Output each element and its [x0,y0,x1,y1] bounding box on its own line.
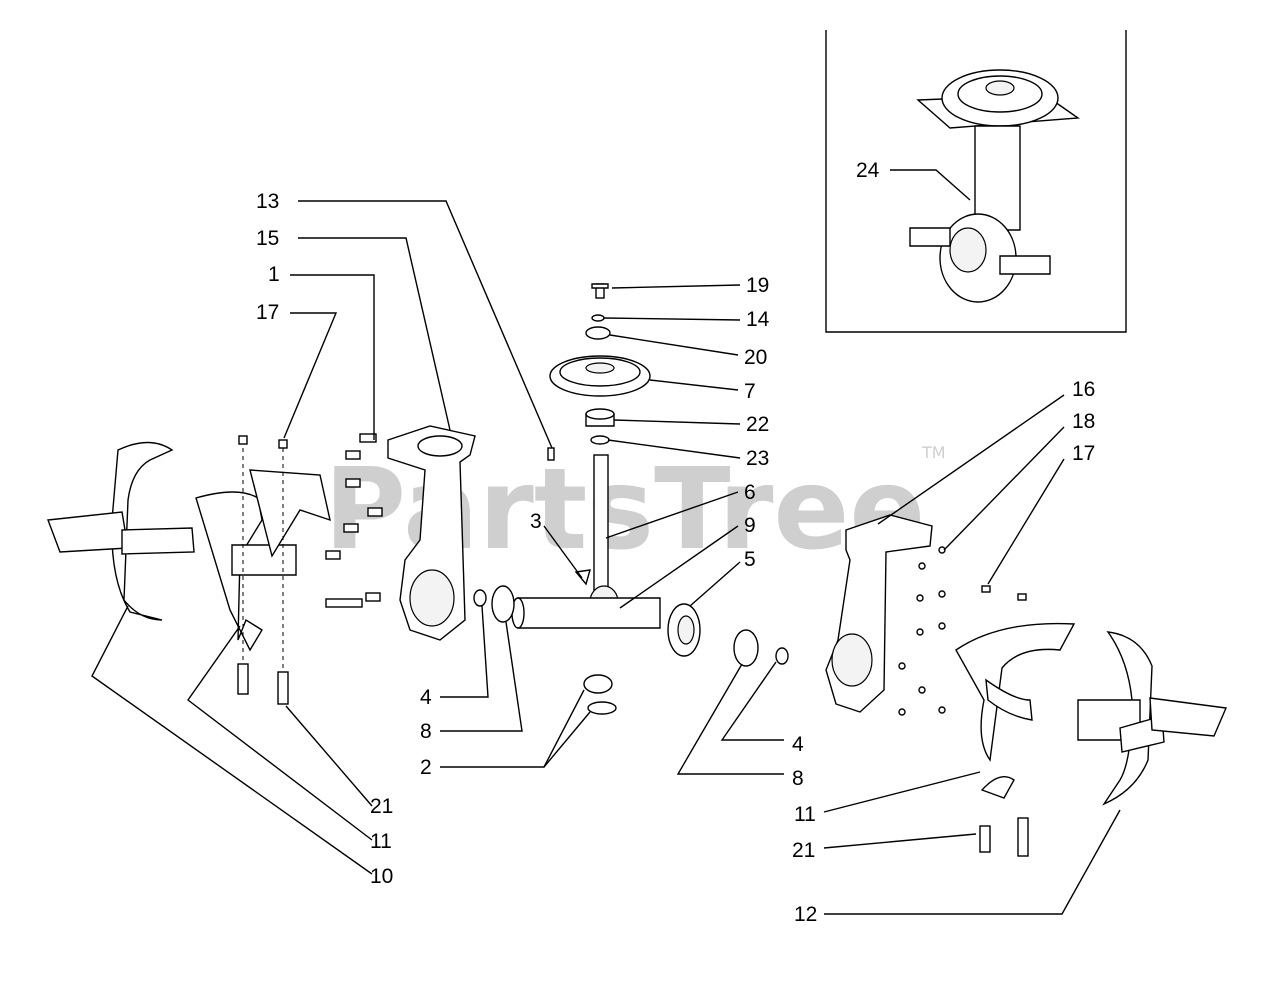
callout-23: 23 [746,447,769,470]
callout-11-right: 11 [794,803,816,826]
left-side-casting [387,425,476,641]
callout-17-right: 17 [1072,442,1095,465]
leader-lines [91,169,1121,915]
left-tines [47,435,331,705]
callout-15: 15 [256,227,279,250]
callout-4-left: 4 [420,686,432,709]
callout-21-right: 21 [792,839,815,862]
callout-24: 24 [856,159,880,182]
callout-20: 20 [744,346,767,369]
callout-18: 18 [1072,410,1095,433]
callout-9: 9 [744,514,756,537]
callout-14: 14 [746,308,770,331]
callout-19: 19 [746,274,769,297]
callout-5: 5 [744,548,756,571]
callout-10: 10 [370,865,393,888]
callout-8-right: 8 [792,767,804,790]
callout-8-left: 8 [420,720,432,743]
callout-labels: 13 15 1 17 19 14 20 7 22 23 6 9 5 3 4 8 … [256,159,1095,926]
right-side-casting [825,514,1027,716]
inset-assembly-box [825,30,1127,333]
callout-4-right: 4 [792,733,804,756]
callout-11-left: 11 [370,830,392,853]
callout-2: 2 [420,756,432,779]
callout-12: 12 [794,903,817,926]
callout-7: 7 [744,380,756,403]
callout-17-left: 17 [256,301,279,324]
callout-16: 16 [1072,378,1095,401]
callout-22: 22 [746,413,769,436]
callout-21-left: 21 [370,795,393,818]
left-bolts [325,433,383,608]
callout-6: 6 [744,481,756,504]
callout-3: 3 [530,510,542,533]
watermark-trademark: TM [921,443,946,462]
right-tines [955,622,1228,857]
callout-13: 13 [256,190,279,213]
callout-1: 1 [268,263,280,286]
